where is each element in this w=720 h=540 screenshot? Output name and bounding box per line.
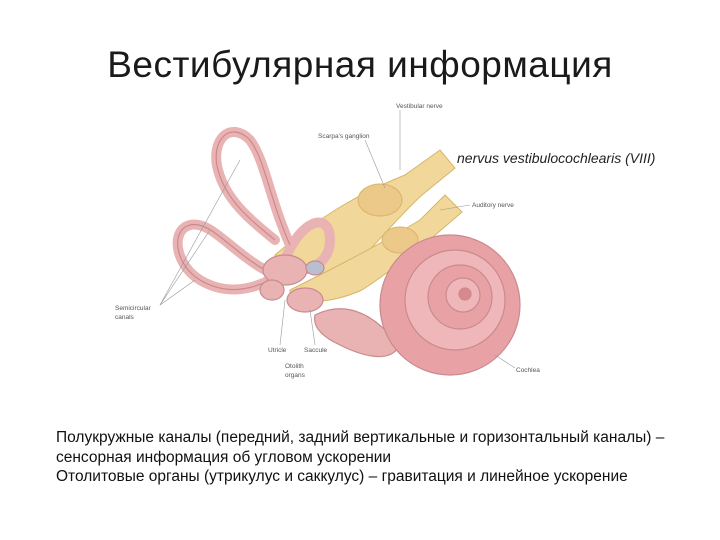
label-auditory-nerve: Auditory nerve <box>472 202 514 209</box>
semicircular-canals-outline <box>177 131 291 291</box>
cochlea <box>313 234 521 376</box>
label-semicircular-1: Semicircular <box>115 305 152 312</box>
label-utricle: Utricle <box>268 347 287 354</box>
slide-title: Вестибулярная информация <box>107 44 613 85</box>
body-line-otolith: Отолитовые органы (утрикулус и саккулус)… <box>56 468 628 485</box>
body-text: Полукружные каналы (передний, задний вер… <box>56 428 696 487</box>
label-saccule: Saccule <box>304 347 328 354</box>
nerve-caption: nervus vestibulocochlearis (VIII) <box>457 150 656 166</box>
vestibule <box>259 254 325 313</box>
inner-ear-diagram: Vestibular nerve Scarpa's ganglion Audit… <box>115 103 540 379</box>
label-vestibular-nerve: Vestibular nerve <box>396 103 443 110</box>
inner-ear-illustration: Vestibular nerve Scarpa's ganglion Audit… <box>100 100 550 395</box>
label-otolith-2: organs <box>285 372 306 379</box>
leader-lines <box>159 110 516 369</box>
label-scarpas-ganglion: Scarpa's ganglion <box>318 133 370 140</box>
label-semicircular-2: canals <box>115 314 135 321</box>
label-otolith-1: Otolith <box>285 363 304 370</box>
body-line-semicircular: Полукружные каналы (передний, задний вер… <box>56 429 665 466</box>
label-cochlea: Cochlea <box>516 367 540 374</box>
vestibulocochlear-nerve <box>274 149 463 303</box>
